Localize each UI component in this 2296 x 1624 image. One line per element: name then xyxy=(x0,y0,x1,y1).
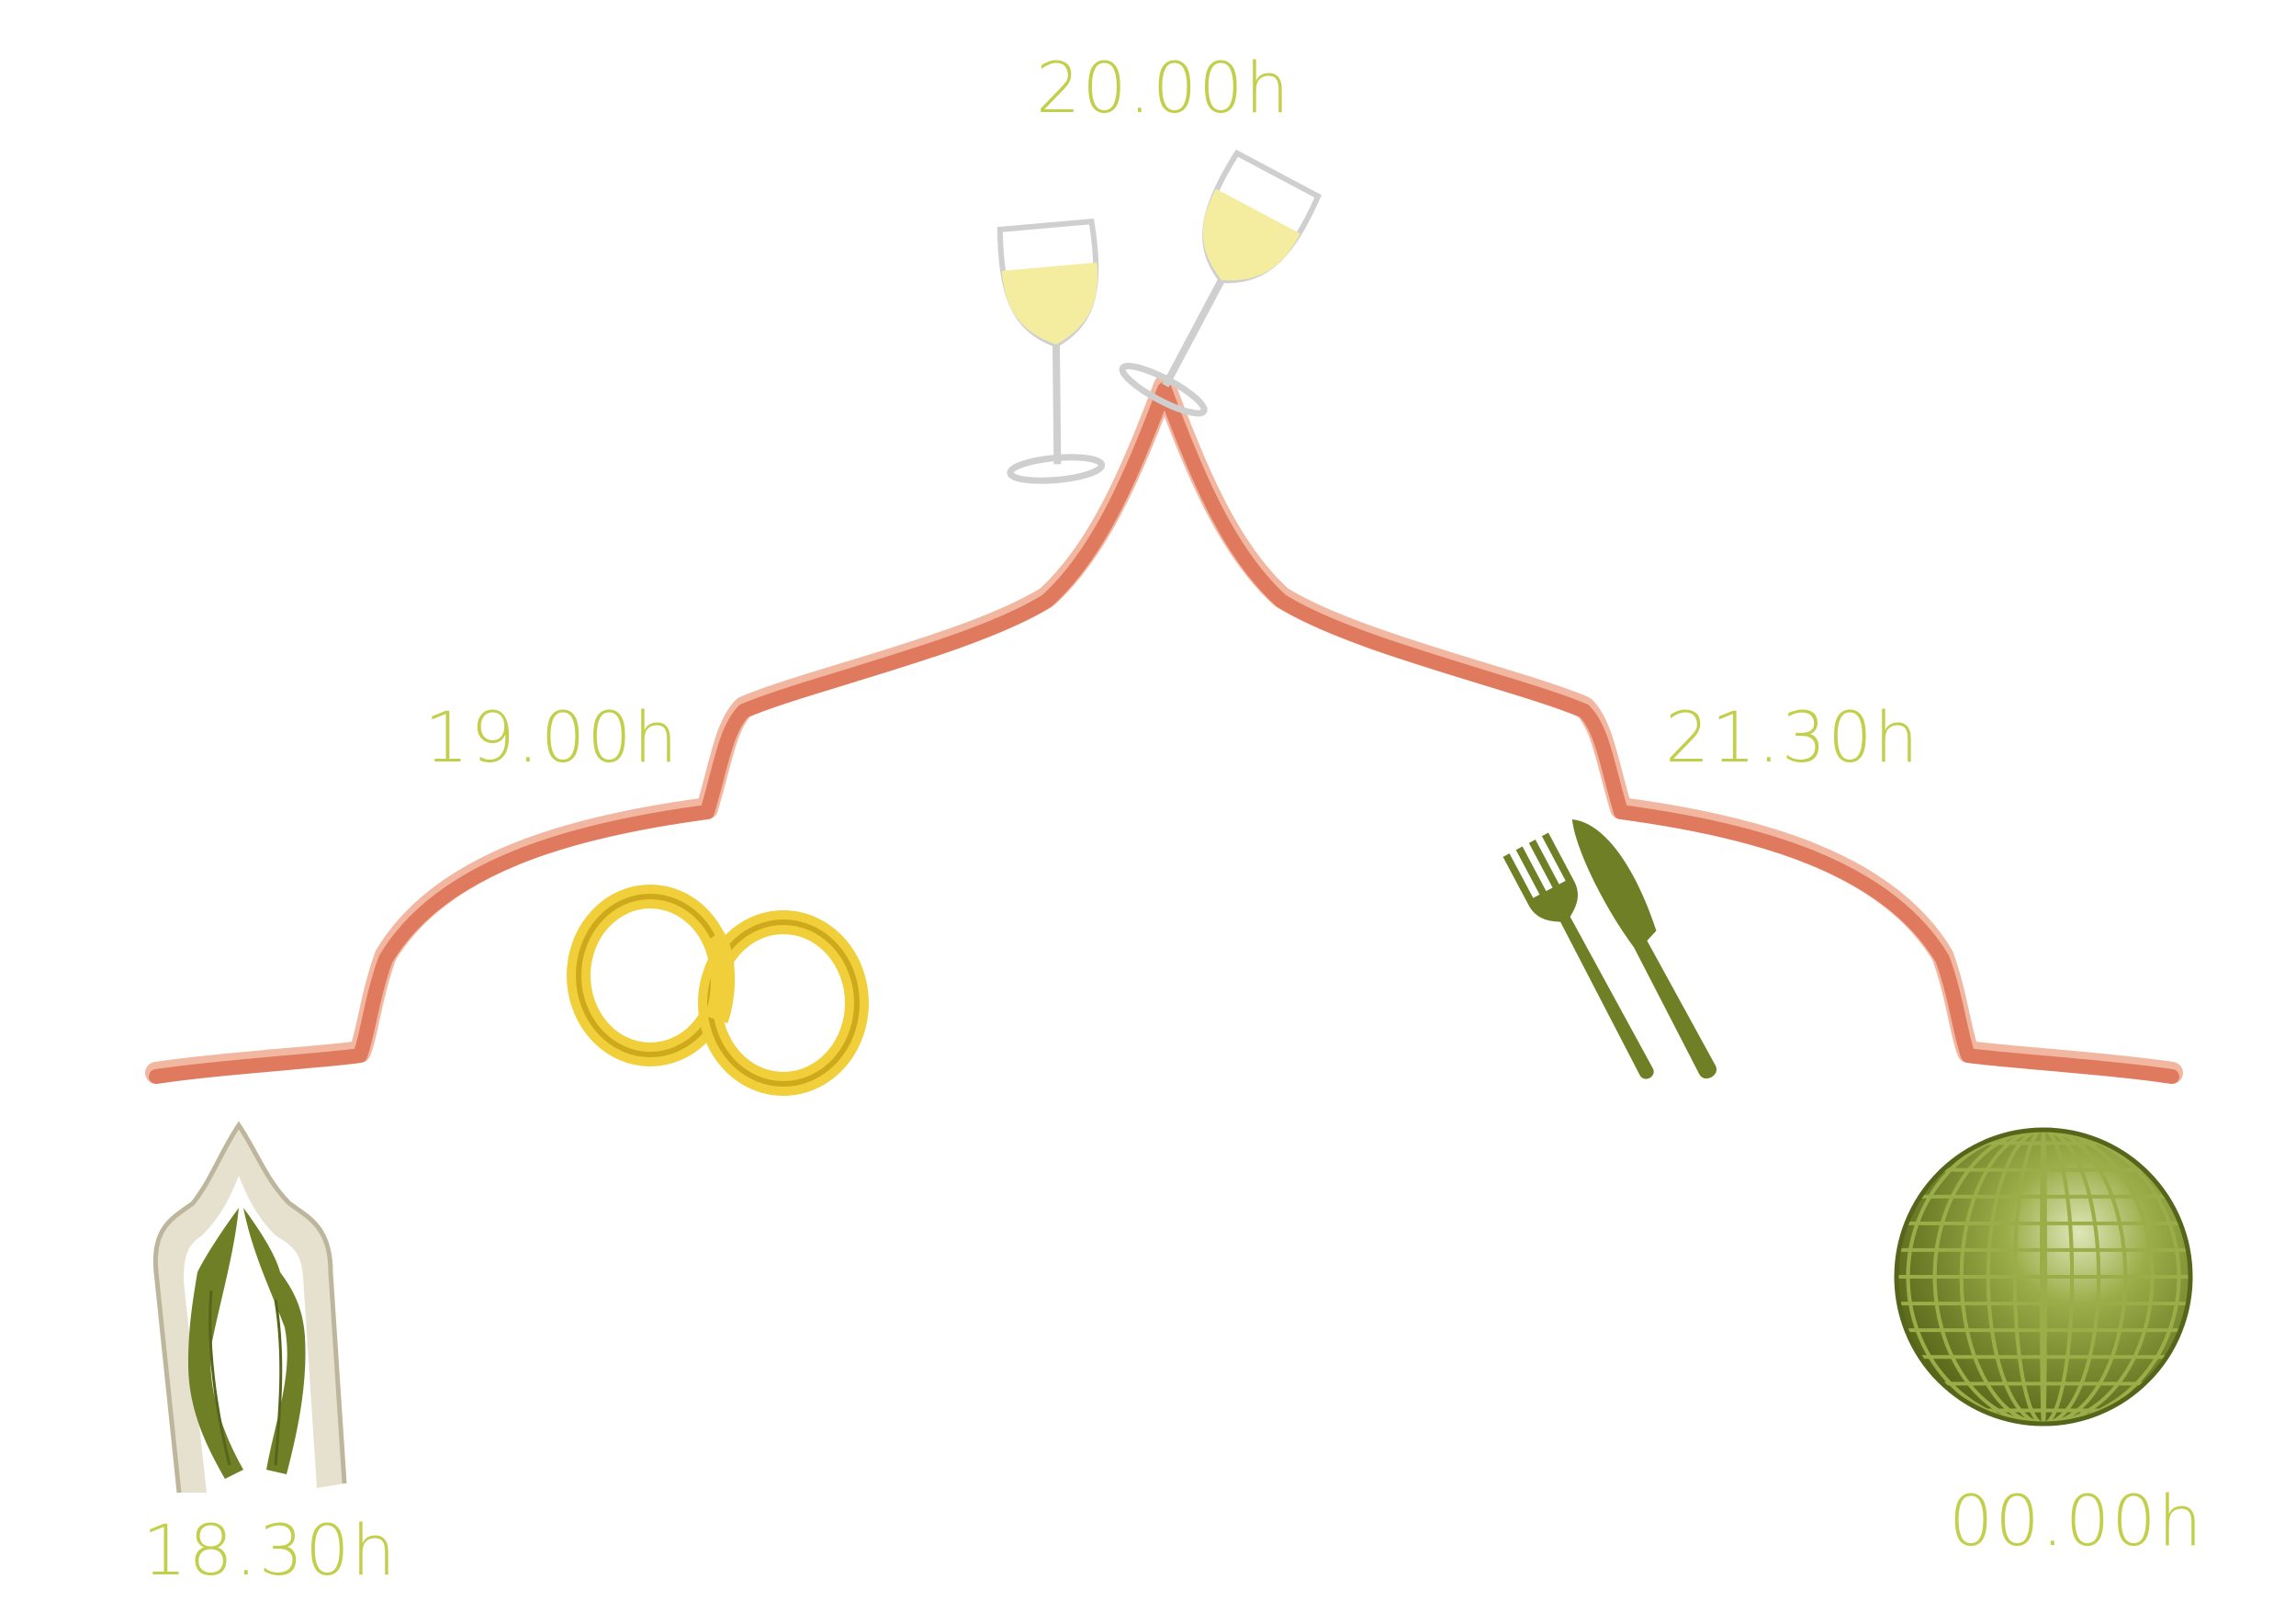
time-label-0000: 00.00h xyxy=(1949,1486,2204,1556)
time-label-1900: 19.00h xyxy=(424,703,680,773)
wedding-rings-icon xyxy=(579,897,857,1084)
time-label-2130: 21.30h xyxy=(1665,703,1920,773)
disco-ball-icon xyxy=(1896,1130,2190,1424)
time-label-2000: 20.00h xyxy=(1036,53,1291,123)
time-label-1830: 18.30h xyxy=(142,1516,398,1585)
ceremony-arch-icon xyxy=(155,1125,344,1493)
fork-knife-icon xyxy=(1503,806,1733,1090)
